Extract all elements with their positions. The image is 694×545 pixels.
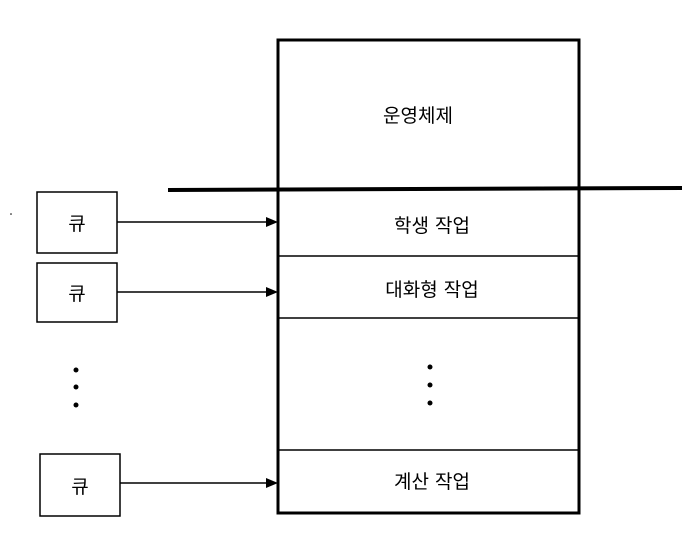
- queue-box: [39, 453, 121, 517]
- arrow-head-icon: [266, 478, 278, 488]
- queue-label: 큐: [71, 476, 88, 498]
- memory-ellipsis: [427, 364, 433, 406]
- memory-block: [276, 38, 581, 515]
- queue-ellipsis: [73, 367, 79, 408]
- os-boundary-line: [167, 186, 683, 192]
- partition-label-compute: 계산 작업: [394, 471, 470, 493]
- queue-2: 큐: [36, 262, 278, 323]
- queue-3: 큐: [39, 453, 278, 517]
- partition-label-student: 학생 작업: [394, 215, 470, 237]
- stray-dot: [10, 213, 12, 215]
- queue-label: 큐: [68, 283, 85, 305]
- partition-label-interactive: 대화형 작업: [385, 279, 478, 301]
- arrow-head-icon: [266, 217, 278, 227]
- os-label: 운영체제: [383, 105, 453, 127]
- queue-label: 큐: [68, 213, 85, 235]
- arrow-head-icon: [266, 287, 278, 297]
- queue-1: 큐: [36, 191, 278, 254]
